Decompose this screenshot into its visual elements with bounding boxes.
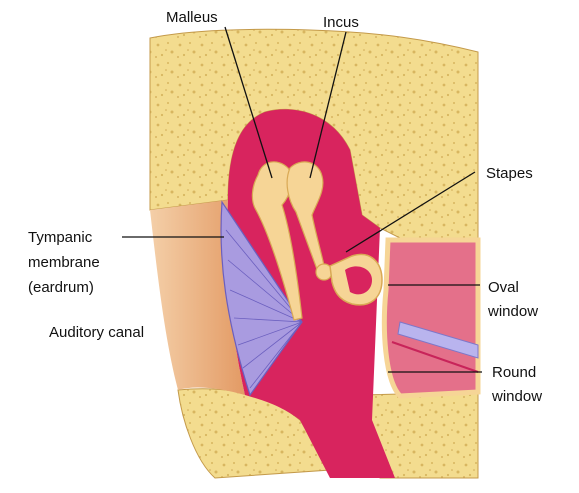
tympanic-label-line3: (eardrum) (28, 279, 94, 296)
auditory-canal-label: Auditory canal (49, 324, 144, 341)
tympanic-label-line2: membrane (28, 254, 100, 271)
round-window-label-line1: Round (492, 364, 536, 381)
round-window-label-line2: window (491, 388, 542, 405)
malleus-label: Malleus (166, 9, 218, 26)
oval-window-label-line2: window (487, 303, 538, 320)
tympanic-label-line1: Tympanic (28, 229, 93, 246)
incus-label: Incus (323, 14, 359, 31)
oval-window-label-line1: Oval (488, 279, 519, 296)
stapes-label: Stapes (486, 165, 533, 182)
